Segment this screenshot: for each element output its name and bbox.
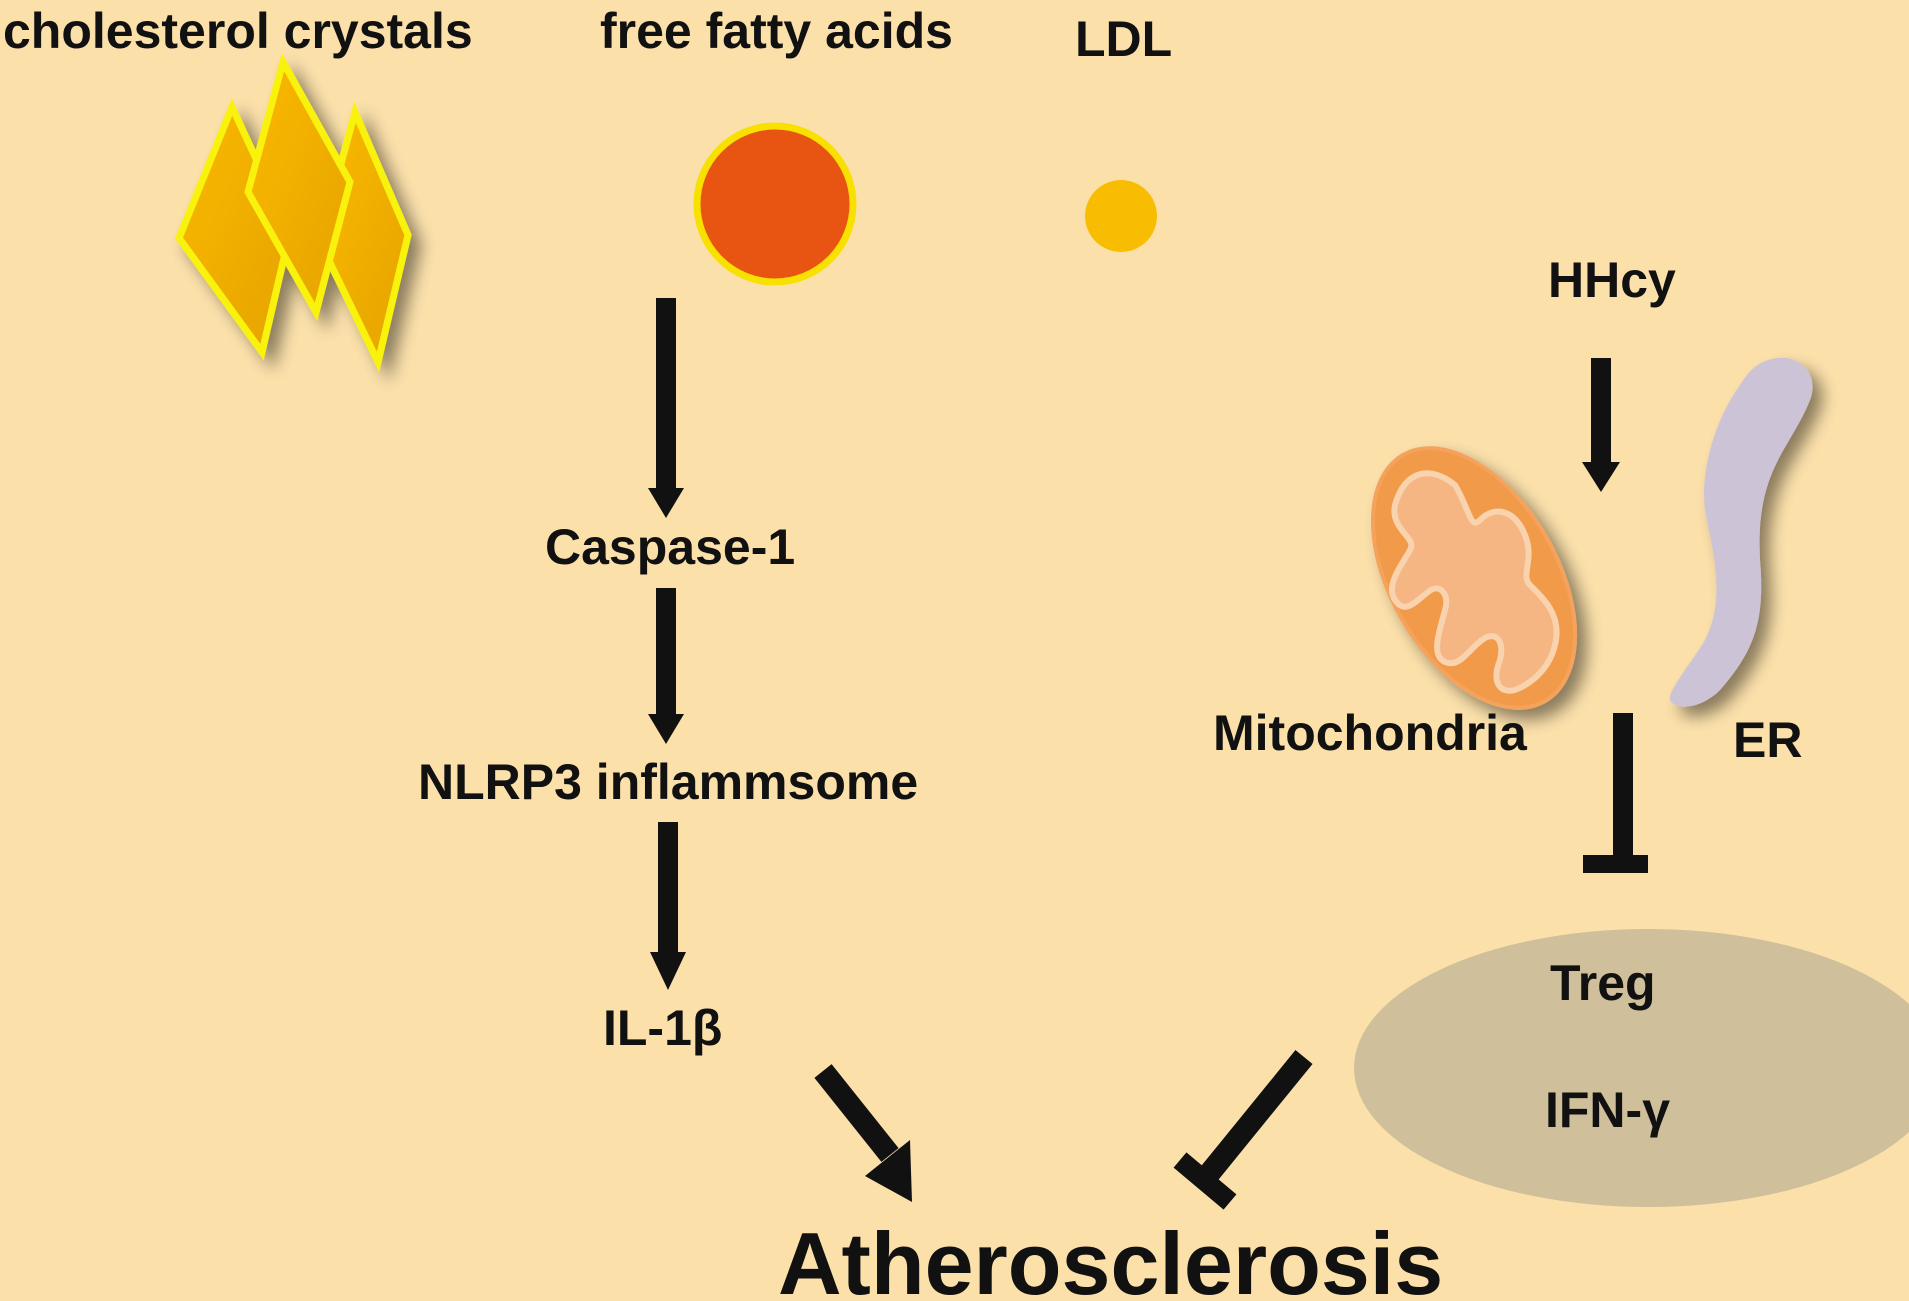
arrow-to-nlrp3 [648,588,684,744]
arrow-to-il1b [650,822,686,990]
label-mitochondria: Mitochondria [1213,705,1527,761]
label-il-1b: IL-1β [603,1000,723,1056]
inhibition-treg-to-atherosclerosis [1173,1050,1313,1210]
label-cholesterol-crystals: cholesterol crystals [3,3,473,59]
arrow-il1b-to-atherosclerosis [814,1064,912,1202]
ldl-particle-icon [1085,180,1157,252]
free-fatty-acid-icon [693,122,857,286]
arrow-to-caspase1 [648,298,684,518]
label-ldl: LDL [1075,11,1173,67]
cholesterol-crystals-icon [175,52,412,373]
mitochondria-icon [1370,446,1578,710]
label-treg: Treg [1550,955,1656,1011]
label-hhcy: HHcy [1548,252,1676,308]
label-caspase-1: Caspase-1 [545,519,796,575]
label-nlrp3-inflammasome: NLRP3 inflammsome [418,754,919,810]
label-free-fatty-acids: free fatty acids [600,3,953,59]
label-atherosclerosis: Atherosclerosis [778,1214,1444,1301]
label-ifn-gamma: IFN-γ [1545,1082,1670,1138]
inhibition-mito-to-treg [1583,713,1648,873]
label-er: ER [1733,712,1803,768]
arrow-hhcy-to-mito [1582,358,1620,492]
treg-ifng-ellipse [1354,929,1909,1207]
er-icon [1669,357,1813,707]
